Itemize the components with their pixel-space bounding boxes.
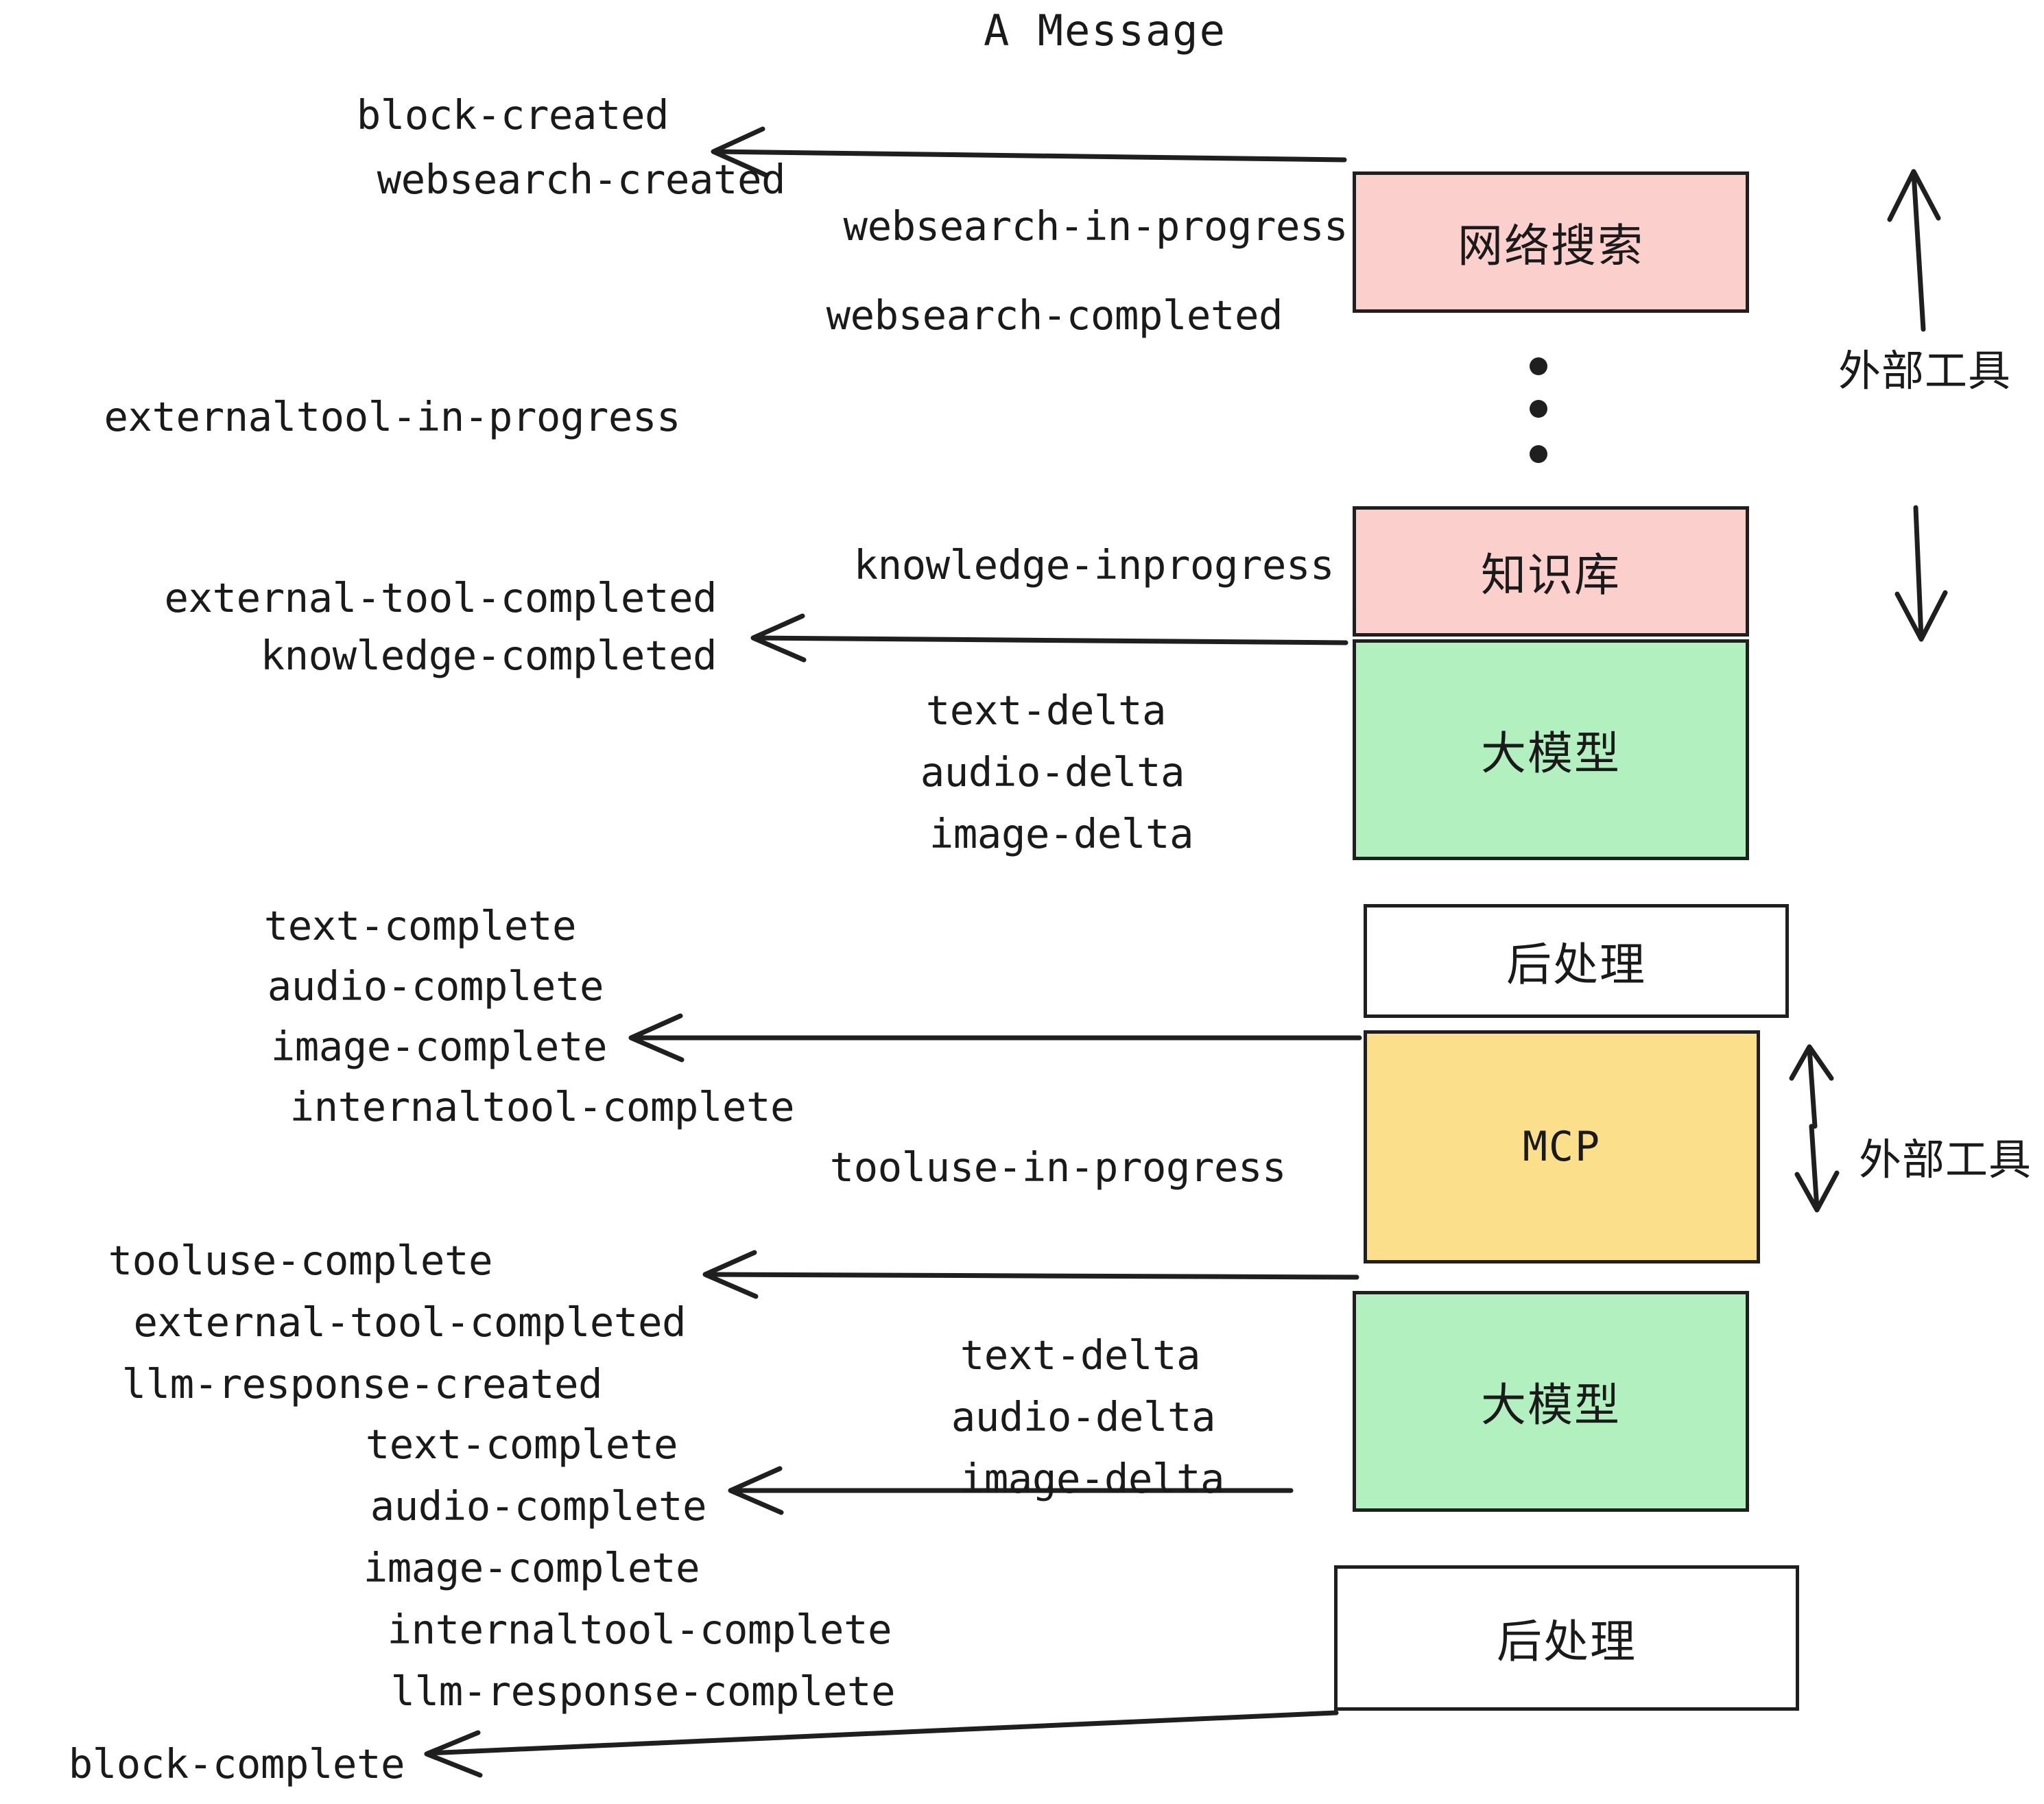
event-websearch-in-progress: websearch-in-progress [843, 202, 1348, 250]
node-postprocess-2[interactable]: 后处理 [1334, 1565, 1799, 1711]
node-websearch-label: 网络搜索 [1458, 219, 1644, 272]
external-tool-up-arrow [1887, 169, 1941, 332]
node-knowledge-label: 知识库 [1481, 549, 1621, 602]
event-knowledge-completed: knowledge-completed [260, 632, 717, 679]
event-externaltool-in-progress: externaltool-in-progress [104, 393, 680, 440]
mcp-down-arrow [1794, 1124, 1840, 1213]
side-label-external-tool-top: 外部工具 [1838, 346, 2012, 396]
event-text-complete-2: text-complete [365, 1421, 678, 1468]
event-llm-response-created: llm-response-created [121, 1360, 603, 1408]
event-block-complete: block-complete [68, 1740, 405, 1788]
node-llm-2-label: 大模型 [1481, 1379, 1621, 1432]
node-knowledge[interactable]: 知识库 [1353, 506, 1749, 637]
event-internaltool-complete-2: internaltool-complete [387, 1606, 892, 1653]
node-postprocess-2-label: 后处理 [1497, 1615, 1637, 1668]
ellipsis-dot-1 [1530, 357, 1547, 375]
ellipsis-dot-3 [1530, 445, 1547, 463]
page-title: A Message [984, 5, 1226, 56]
event-websearch-completed: websearch-completed [826, 292, 1283, 339]
event-external-tool-completed-1: external-tool-completed [164, 574, 717, 621]
event-external-tool-completed-2: external-tool-completed [133, 1298, 687, 1346]
event-audio-delta-1: audio-delta [920, 748, 1185, 796]
event-audio-complete-2: audio-complete [370, 1482, 707, 1530]
image-complete-arrow [628, 1013, 1362, 1063]
node-llm-1-label: 大模型 [1481, 727, 1621, 780]
node-llm-2[interactable]: 大模型 [1353, 1291, 1749, 1512]
event-image-delta-2: image-delta [960, 1455, 1225, 1502]
event-tooluse-in-progress: tooluse-in-progress [829, 1143, 1287, 1191]
websearch-created-arrow [711, 126, 1347, 178]
external-tool-down-arrow [1894, 505, 1948, 642]
side-label-external-tool-bottom: 外部工具 [1859, 1135, 2032, 1185]
event-image-complete-2: image-complete [363, 1544, 700, 1591]
event-text-delta-1: text-delta [925, 687, 1167, 734]
block-complete-arrow [424, 1710, 1339, 1778]
event-knowledge-inprogress: knowledge-inprogress [853, 541, 1335, 589]
mcp-up-arrow [1789, 1044, 1834, 1129]
tooluse-complete-arrow [702, 1250, 1359, 1299]
event-llm-response-complete: llm-response-complete [390, 1667, 896, 1715]
event-internaltool-complete-1: internaltool-complete [289, 1083, 795, 1130]
event-image-delta-1: image-delta [929, 810, 1194, 857]
event-image-complete-1: image-complete [270, 1023, 608, 1070]
event-block-created: block-created [356, 91, 669, 139]
node-postprocess-1[interactable]: 后处理 [1364, 904, 1789, 1018]
ellipsis-dot-2 [1530, 400, 1547, 418]
node-llm-1[interactable]: 大模型 [1353, 639, 1749, 860]
knowledge-completed-arrow [750, 613, 1348, 663]
node-postprocess-1-label: 后处理 [1506, 938, 1646, 991]
event-tooluse-complete: tooluse-complete [108, 1237, 493, 1284]
node-websearch[interactable]: 网络搜索 [1353, 171, 1749, 313]
event-audio-complete-1: audio-complete [267, 962, 604, 1010]
event-audio-delta-2: audio-delta [951, 1393, 1216, 1440]
event-websearch-created: websearch-created [377, 156, 786, 203]
event-text-complete-1: text-complete [263, 902, 577, 949]
event-text-delta-2: text-delta [960, 1331, 1201, 1379]
node-mcp[interactable]: MCP [1364, 1030, 1760, 1263]
node-mcp-label: MCP [1522, 1123, 1602, 1171]
